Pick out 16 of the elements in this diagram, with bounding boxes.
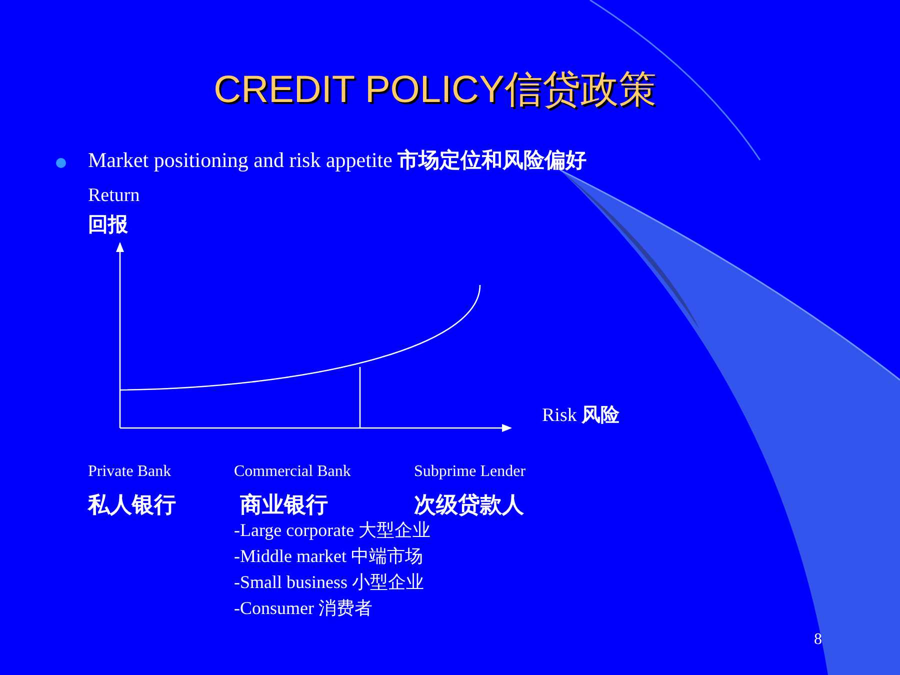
- axis-label: 回报: [88, 213, 128, 237]
- category-label: Commercial Bank: [234, 462, 351, 482]
- axis-label: Risk 风险: [542, 405, 620, 428]
- category-label: Private Bank: [88, 462, 172, 482]
- bullet-text: Market positioning and risk appetite 市场定位和风险偏好: [88, 148, 587, 174]
- page-number: 8: [814, 630, 822, 650]
- list-item: -Small business 小型企业: [234, 572, 424, 594]
- category-label: 私人银行: [88, 492, 176, 518]
- category-label: 商业银行: [240, 492, 328, 518]
- list-item: -Consumer 消费者: [234, 598, 372, 620]
- axis-label: Return: [88, 185, 140, 208]
- list-item: -Large corporate 大型企业: [234, 520, 431, 542]
- slide-title: CREDIT POLICY信贷政策: [212, 68, 658, 113]
- category-label: Subprime Lender: [414, 462, 526, 482]
- category-label: 次级贷款人: [414, 492, 524, 518]
- list-item: -Middle market 中端市场: [234, 546, 423, 568]
